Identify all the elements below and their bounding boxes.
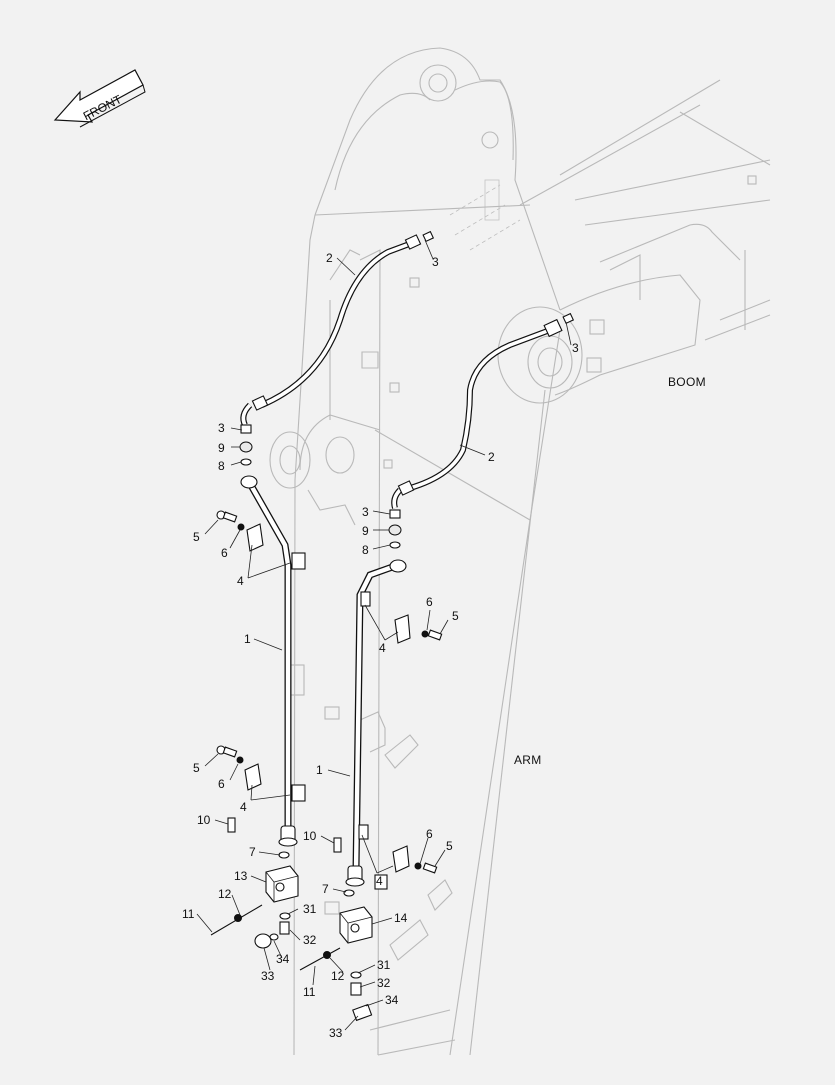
callout-4: 4 <box>237 574 244 588</box>
callout-3: 3 <box>362 505 369 519</box>
callout-10: 10 <box>303 829 317 843</box>
callout-5: 5 <box>193 530 200 544</box>
callout-31: 31 <box>377 958 391 972</box>
callout-4: 4 <box>240 800 247 814</box>
callout-11: 11 <box>182 907 195 921</box>
callout-numbers: 2 2 3 3 3 3 9 9 8 8 5 6 4 1 6 5 4 5 6 4 … <box>182 251 579 1040</box>
clamps <box>244 523 411 890</box>
callout-4: 4 <box>379 641 386 655</box>
callout-9: 9 <box>218 441 225 455</box>
callout-3: 3 <box>218 421 225 435</box>
callout-12: 12 <box>331 969 345 983</box>
callout-1: 1 <box>244 632 251 646</box>
block-14 <box>339 906 373 944</box>
callout-12: 12 <box>218 887 232 901</box>
callout-6: 6 <box>221 546 228 560</box>
callout-6: 6 <box>426 595 433 609</box>
pipe-left <box>240 475 298 847</box>
callout-10: 10 <box>197 813 211 827</box>
callout-34: 34 <box>276 952 290 966</box>
arm-mount-blocks <box>289 664 453 961</box>
callout-4: 4 <box>376 874 383 888</box>
callout-5: 5 <box>446 839 453 853</box>
callout-3: 3 <box>432 255 439 269</box>
callout-2: 2 <box>488 450 495 464</box>
callout-1: 1 <box>316 763 323 777</box>
callout-5: 5 <box>452 609 459 623</box>
hose-right <box>391 318 563 509</box>
callout-33: 33 <box>329 1026 343 1040</box>
pipe-right <box>345 559 407 887</box>
callout-9: 9 <box>362 524 369 538</box>
callout-6: 6 <box>426 827 433 841</box>
callout-5: 5 <box>193 761 200 775</box>
callout-31: 31 <box>303 902 317 916</box>
arm-label: ARM <box>514 753 542 767</box>
callout-14: 14 <box>394 911 408 925</box>
boom-outline <box>314 47 771 404</box>
callout-7: 7 <box>249 845 256 859</box>
callout-32: 32 <box>303 933 317 947</box>
callout-33: 33 <box>261 969 275 983</box>
callout-6: 6 <box>218 777 225 791</box>
callout-34: 34 <box>385 993 399 1007</box>
callout-13: 13 <box>234 869 248 883</box>
callout-2: 2 <box>326 251 333 265</box>
callout-8: 8 <box>362 543 369 557</box>
callout-3: 3 <box>572 341 579 355</box>
callout-32: 32 <box>377 976 391 990</box>
callout-8: 8 <box>218 459 225 473</box>
callout-7: 7 <box>322 882 329 896</box>
callout-11: 11 <box>303 985 316 999</box>
hose-left <box>240 234 422 427</box>
fasteners <box>216 230 575 897</box>
arm-outline <box>269 204 561 1056</box>
leader-lines <box>196 239 572 1031</box>
block-13 <box>265 865 299 903</box>
lower-fittings <box>210 904 373 1022</box>
front-direction-arrow: FRONT <box>53 69 146 128</box>
boom-label: BOOM <box>668 375 706 389</box>
